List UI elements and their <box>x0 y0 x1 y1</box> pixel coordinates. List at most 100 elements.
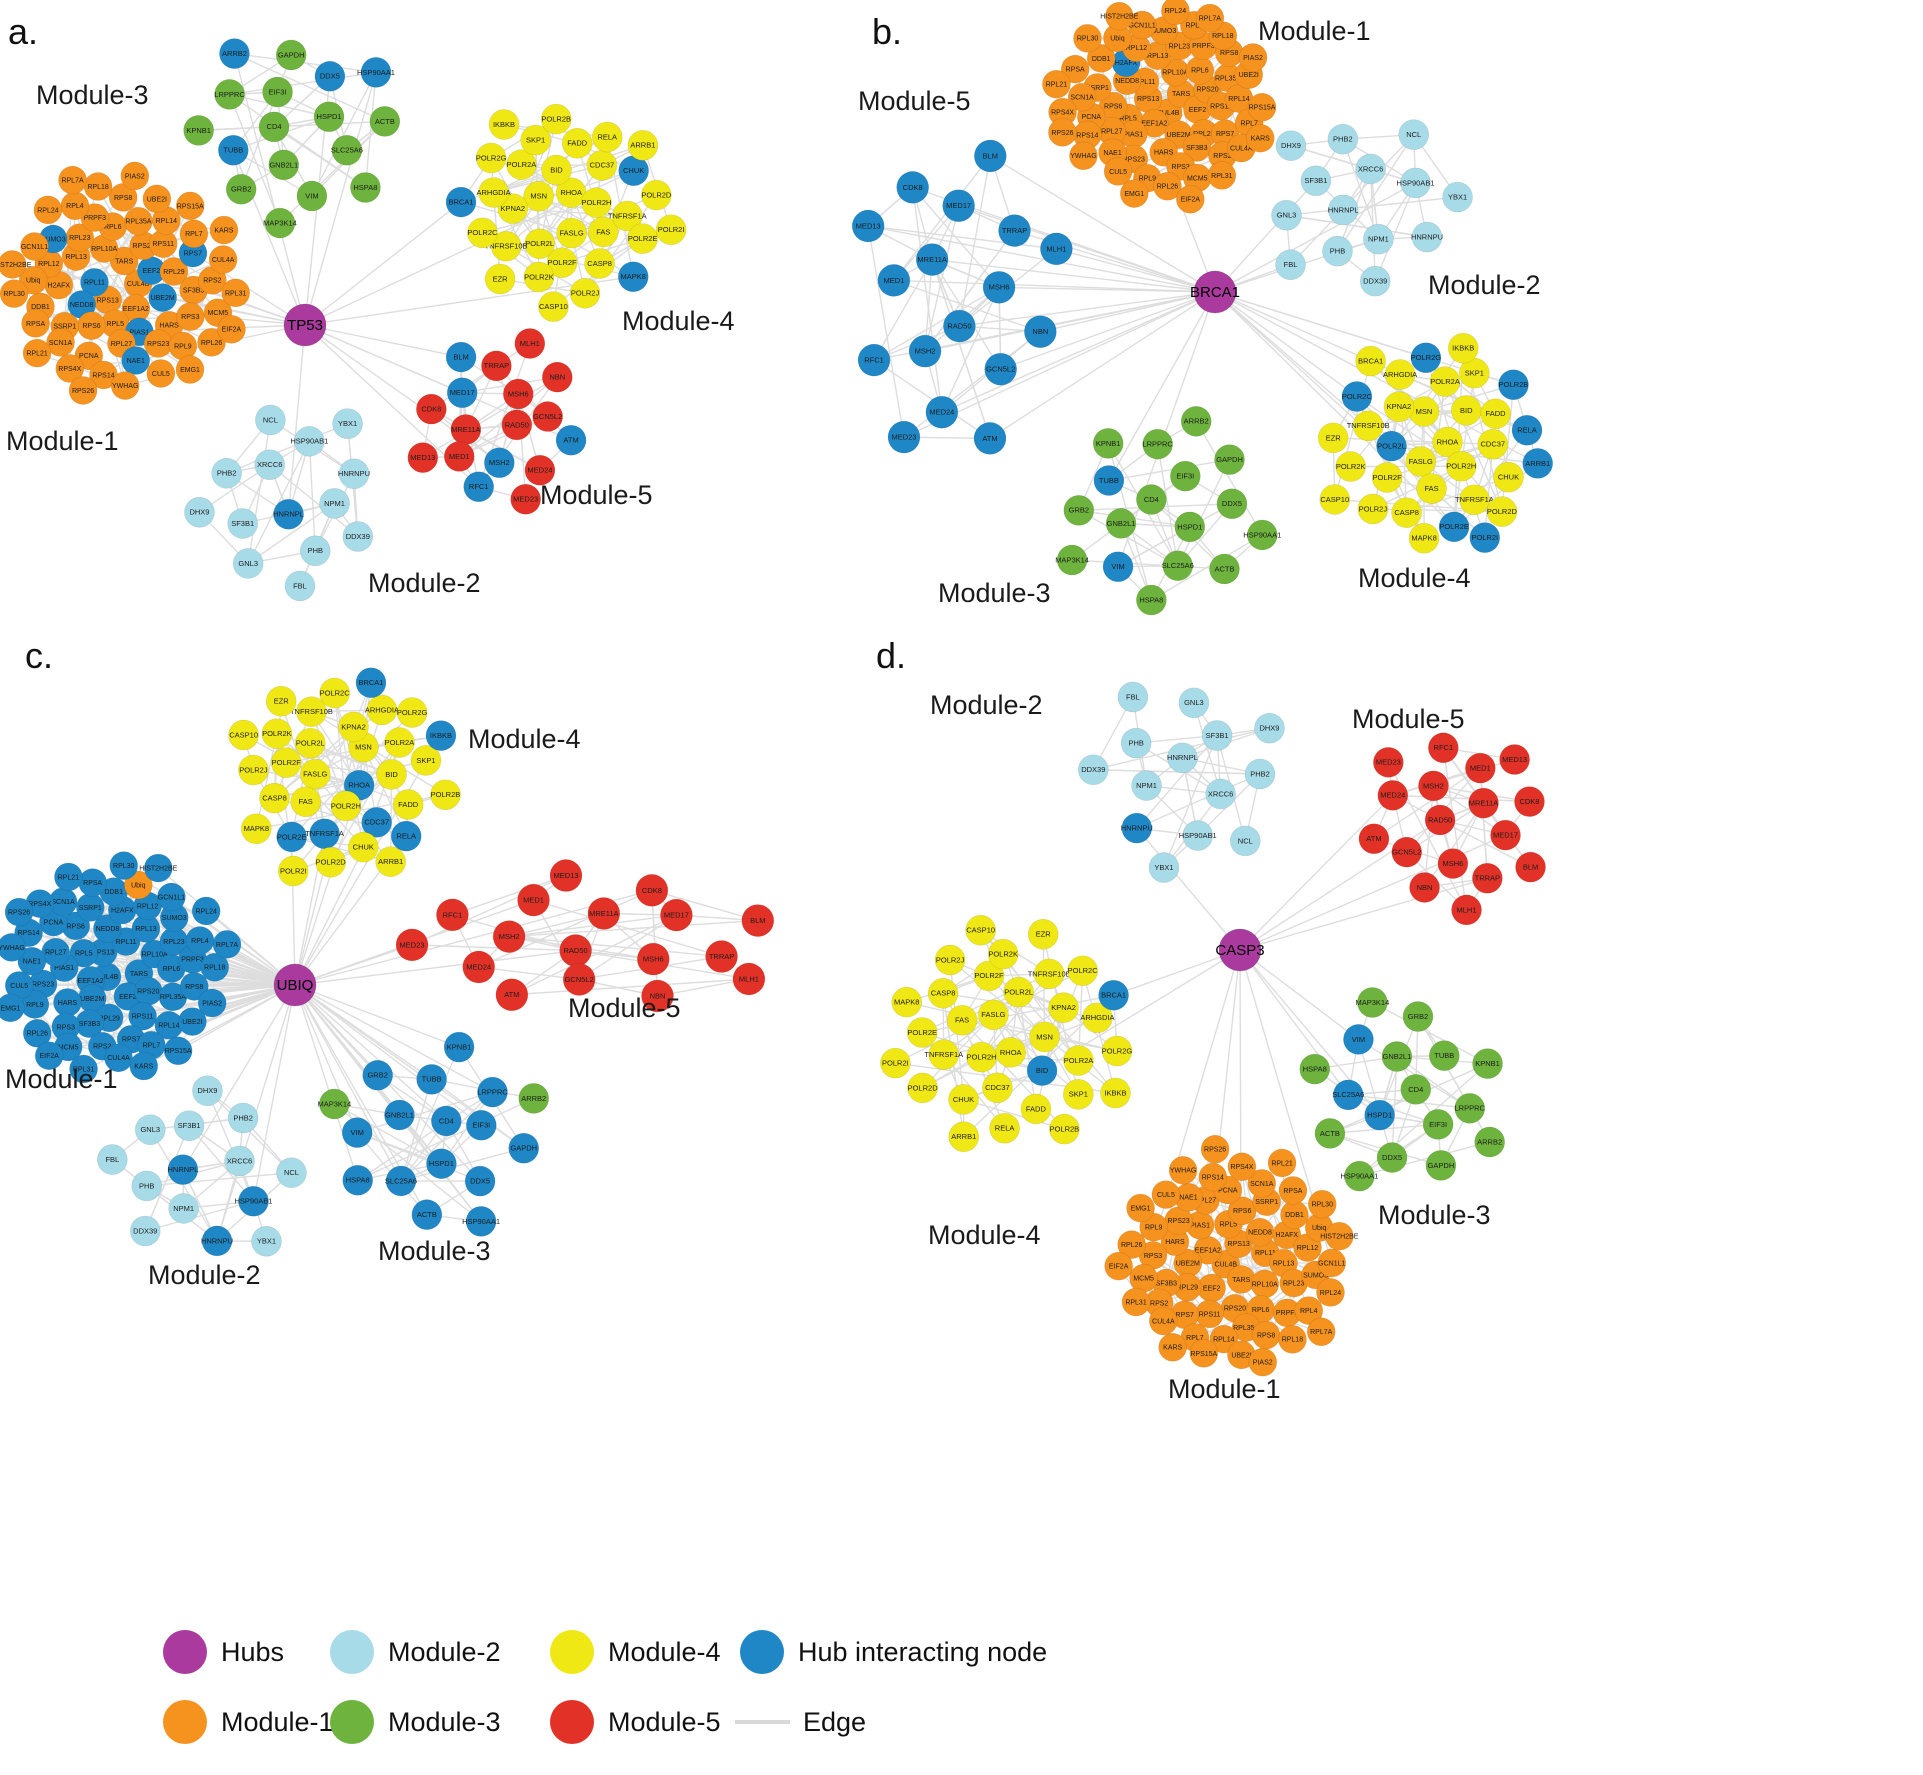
protein-node <box>1198 1162 1228 1192</box>
protein-node <box>1335 451 1366 482</box>
edge <box>873 286 1000 361</box>
protein-node <box>148 283 177 312</box>
edge <box>981 973 1050 1058</box>
edge <box>269 464 359 537</box>
protein-node <box>987 938 1019 970</box>
hub-edge <box>1040 291 1216 333</box>
protein-node <box>445 341 477 373</box>
protein-node <box>1437 848 1469 879</box>
protein-node <box>1344 1160 1375 1192</box>
protein-node <box>1465 752 1496 784</box>
protein-node <box>978 999 1009 1031</box>
protein-node <box>262 76 293 108</box>
legend-label: Hub interacting node <box>798 1637 1047 1667</box>
protein-node <box>410 745 442 776</box>
protein-node <box>851 209 885 243</box>
protein-node <box>1416 473 1447 504</box>
protein-node <box>178 1007 207 1036</box>
protein-node <box>943 309 976 343</box>
protein-node <box>276 1157 307 1188</box>
protein-node <box>1425 1150 1457 1181</box>
edge <box>1453 462 1539 528</box>
protein-node <box>319 1088 350 1120</box>
protein-node <box>384 727 415 758</box>
legend-label: Module-3 <box>388 1707 501 1737</box>
protein-node <box>1271 199 1302 231</box>
protein-node <box>1176 184 1205 214</box>
hub-edge <box>294 984 493 1093</box>
protein-node <box>1325 1221 1354 1251</box>
panel-b: CUL4BRPS13TARSEEF1A2RPL11EEF2RPL5RPL10AU… <box>851 0 1553 616</box>
protein-node <box>546 247 578 279</box>
protein-node <box>192 1075 223 1107</box>
protein-node <box>124 870 153 900</box>
edge <box>1392 794 1530 803</box>
protein-node <box>338 458 370 490</box>
protein-node <box>251 1225 282 1257</box>
hub-edge <box>1108 291 1216 481</box>
protein-node <box>510 483 541 515</box>
protein-node <box>110 371 140 400</box>
protein-node <box>54 862 83 892</box>
protein-node <box>523 261 555 293</box>
edge <box>452 874 567 916</box>
protein-node <box>1278 1176 1308 1205</box>
protein-node <box>129 1051 159 1081</box>
protein-node <box>1376 1142 1408 1173</box>
protein-node <box>331 134 363 166</box>
module-label: Module-2 <box>368 568 481 598</box>
legend-label: Module-4 <box>608 1637 721 1667</box>
protein-node <box>1472 862 1503 894</box>
hub-edge <box>989 155 1216 293</box>
protein-node <box>411 1199 443 1230</box>
protein-node <box>355 667 387 699</box>
hub-edge <box>182 984 296 1170</box>
panel-label: d. <box>876 635 906 676</box>
protein-node <box>390 820 422 852</box>
edge <box>247 441 310 564</box>
protein-node <box>1364 1099 1395 1131</box>
hub-edge <box>893 279 1216 293</box>
edge <box>893 155 991 281</box>
protein-node <box>1299 1053 1331 1085</box>
protein-node <box>299 535 331 567</box>
module-label: Module-3 <box>36 80 149 110</box>
module-label: Module-3 <box>938 578 1051 608</box>
protein-node <box>1469 522 1501 553</box>
protein-node <box>1121 812 1153 844</box>
edge <box>234 52 386 123</box>
protein-node <box>524 228 555 260</box>
edge <box>1373 767 1481 840</box>
edge <box>247 419 272 564</box>
edge <box>188 1125 255 1202</box>
edge <box>1479 768 1489 879</box>
protein-node <box>1126 1193 1155 1223</box>
protein-node <box>273 498 304 530</box>
protein-node <box>58 165 87 195</box>
protein-node <box>366 694 398 726</box>
protein-node <box>284 570 316 602</box>
protein-node <box>294 426 325 457</box>
edge <box>511 914 677 996</box>
hub-label: UBIQ <box>277 977 314 994</box>
protein-node <box>55 354 85 383</box>
protein-node <box>68 376 98 405</box>
module-label: Module-4 <box>468 724 581 754</box>
panel-a: CUL4BRPS13TARSEEF1A2RPL11EEF2RPL5RPL10AU… <box>0 11 735 602</box>
hub-edge <box>1239 877 1488 951</box>
protein-node <box>501 409 533 441</box>
edge <box>1423 802 1485 888</box>
protein-node <box>587 897 621 930</box>
protein-node <box>4 897 34 927</box>
edge <box>911 187 943 413</box>
protein-node <box>1391 836 1423 868</box>
edge <box>517 393 527 500</box>
edge <box>273 126 366 189</box>
protein-node <box>33 195 63 225</box>
protein-node <box>1063 1045 1094 1076</box>
legend-swatch <box>740 1630 784 1674</box>
protein-node <box>484 447 515 479</box>
protein-node <box>1227 1152 1257 1182</box>
protein-node <box>561 127 593 159</box>
protein-node <box>1067 955 1098 987</box>
